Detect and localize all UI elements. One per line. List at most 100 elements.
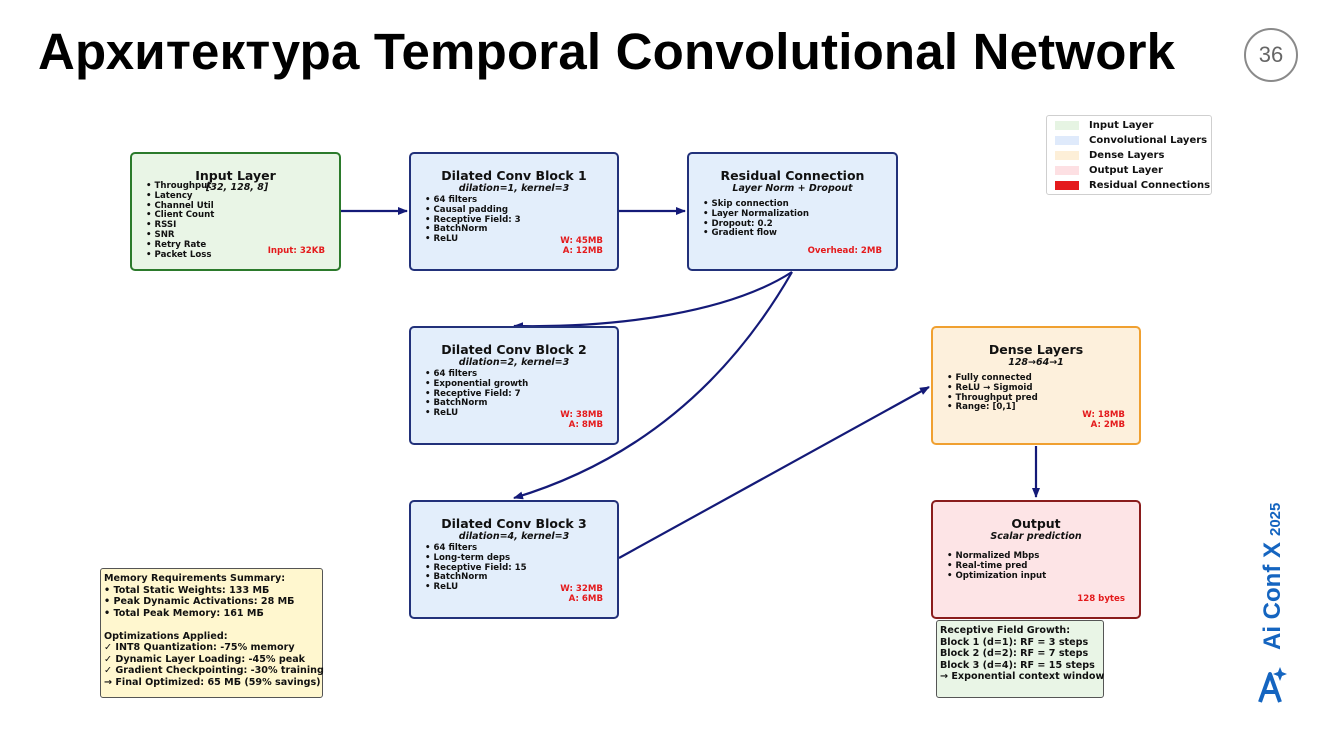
feature-list: Fully connected ReLU → Sigmoid Throughpu… (947, 373, 1038, 413)
memory-summary-note: Memory Requirements Summary: • Total Sta… (100, 568, 324, 698)
list-item: Dropout: 0.2 (703, 219, 809, 230)
block-subtitle: Scalar prediction (990, 531, 1082, 542)
conv-block-3: Dilated Conv Block 3 dilation=4, kernel=… (409, 500, 619, 619)
slide-title: Архитектура Temporal Convolutional Netwo… (38, 23, 1176, 80)
memory-label: Overhead: 2MB (807, 246, 882, 256)
list-item: Skip connection (703, 199, 809, 210)
memory-label: W: 45MB A: 12MB (560, 236, 603, 256)
block-title: Dilated Conv Block 2 (441, 342, 587, 357)
legend-label: Input Layer (1089, 119, 1154, 131)
input-shape: [32, 128, 8] (206, 182, 269, 193)
residual-connection-block: Residual Connection Layer Norm + Dropout… (687, 152, 898, 271)
list-item: Layer Normalization (703, 209, 810, 220)
activations-memory: A: 8MB (568, 420, 603, 430)
list-item: RSSI (146, 220, 214, 231)
input-layer-block: Input Layer [32, 128, 8] Throughput Late… (130, 152, 341, 271)
legend-swatch (1055, 150, 1079, 160)
block-subtitle: 128→64→1 (1008, 357, 1064, 368)
list-item: 64 filters (425, 543, 527, 554)
memory-label: 128 bytes (1077, 594, 1125, 604)
legend-label: Convolutional Layers (1089, 134, 1208, 146)
legend-swatch (1055, 135, 1079, 145)
list-item: ReLU (425, 408, 528, 419)
block-title: Dilated Conv Block 3 (441, 516, 587, 531)
list-item: Latency (146, 191, 214, 202)
output-block: Output Scalar prediction Normalized Mbps… (931, 500, 1141, 619)
conv-block-2: Dilated Conv Block 2 dilation=2, kernel=… (409, 326, 619, 445)
memory-label: W: 38MB A: 8MB (560, 410, 603, 430)
memory-label: W: 18MB A: 2MB (1082, 410, 1125, 430)
list-item: BatchNorm (425, 225, 521, 235)
block-title: Input Layer (195, 168, 276, 183)
legend-item: Dense Layers (1055, 149, 1164, 161)
legend-swatch (1055, 165, 1079, 175)
list-item: Range: [0,1] (947, 403, 1038, 413)
list-item: ReLU (425, 234, 521, 245)
feature-list: Throughput Latency Channel Util Client C… (146, 181, 215, 261)
legend-swatch (1055, 180, 1079, 190)
legend-item: Residual Connections (1055, 179, 1210, 191)
list-item: Channel Util (146, 201, 214, 212)
memory-label: Input: 32KB (267, 246, 325, 256)
activations-memory: A: 2MB (1090, 420, 1125, 430)
feature-list: Normalized Mbps Real-time pred Optimizat… (947, 551, 1047, 582)
brand-year: 2025 (1267, 503, 1284, 536)
feature-list: Skip connection Layer Normalization Drop… (703, 199, 810, 239)
weights-memory: W: 32MB (560, 584, 603, 594)
list-item: Receptive Field: 15 (425, 563, 527, 574)
list-item: Receptive Field: 7 (425, 389, 528, 400)
legend-label: Dense Layers (1089, 149, 1165, 161)
legend: Input Layer Convolutional Layers Dense L… (1046, 115, 1212, 195)
list-item: Fully connected (947, 373, 1038, 384)
list-item: Real-time pred (947, 561, 1046, 572)
list-item: Packet Loss (146, 250, 214, 261)
page-number: 36 (1244, 28, 1298, 82)
brand-logo: Ai Conf X 2025 (1258, 503, 1287, 703)
list-item: Normalized Mbps (947, 551, 1046, 562)
block-title: Dilated Conv Block 1 (441, 168, 587, 183)
feature-list: 64 filters Causal padding Receptive Fiel… (425, 195, 521, 245)
block-subtitle: Layer Norm + Dropout (732, 183, 853, 194)
legend-item: Convolutional Layers (1055, 134, 1207, 146)
brand-name: Ai Conf X (1259, 542, 1286, 650)
list-item: Causal padding (425, 205, 521, 216)
list-item: ReLU → Sigmoid (947, 383, 1038, 394)
list-item: Receptive Field: 3 (425, 215, 521, 226)
legend-item: Input Layer (1055, 119, 1153, 131)
arrow-conv3-to-dense (618, 386, 930, 559)
list-item: ReLU (425, 582, 527, 593)
list-item: Gradient flow (703, 229, 809, 239)
legend-item: Output Layer (1055, 164, 1163, 176)
block-subtitle: dilation=1, kernel=3 (458, 183, 570, 194)
list-item: BatchNorm (425, 399, 528, 409)
block-subtitle: dilation=2, kernel=3 (458, 357, 570, 368)
feature-list: 64 filters Exponential growth Receptive … (425, 369, 529, 419)
list-item: Throughput pred (947, 393, 1038, 404)
arrow-residual-to-conv3 (513, 271, 793, 500)
weights-memory: W: 38MB (560, 410, 603, 420)
block-title: Output (1011, 516, 1061, 531)
conv-block-1: Dilated Conv Block 1 dilation=1, kernel=… (409, 152, 619, 271)
activations-memory: A: 12MB (562, 246, 603, 256)
activations-memory: A: 6MB (568, 594, 603, 604)
list-item: Retry Rate (146, 240, 214, 251)
list-item: Long-term deps (425, 553, 527, 564)
receptive-field-note: Receptive Field Growth: Block 1 (d=1): R… (936, 620, 1104, 698)
list-item: 64 filters (425, 369, 528, 380)
list-item: Exponential growth (425, 379, 529, 390)
legend-label: Output Layer (1089, 164, 1163, 176)
arrow-residual-to-conv2 (513, 271, 793, 331)
brand-mark-icon (1258, 667, 1287, 703)
list-item: SNR (146, 230, 214, 241)
block-subtitle: dilation=4, kernel=3 (458, 531, 570, 542)
block-title: Residual Connection (720, 168, 865, 183)
dense-layers-block: Dense Layers 128→64→1 Fully connected Re… (931, 326, 1141, 445)
list-item: Throughput (146, 181, 214, 192)
list-item: BatchNorm (425, 573, 527, 583)
block-title: Dense Layers (988, 342, 1084, 357)
feature-list: 64 filters Long-term deps Receptive Fiel… (425, 543, 527, 593)
weights-memory: W: 45MB (560, 236, 603, 246)
list-item: Optimization input (947, 571, 1047, 582)
legend-label: Residual Connections (1089, 179, 1211, 191)
